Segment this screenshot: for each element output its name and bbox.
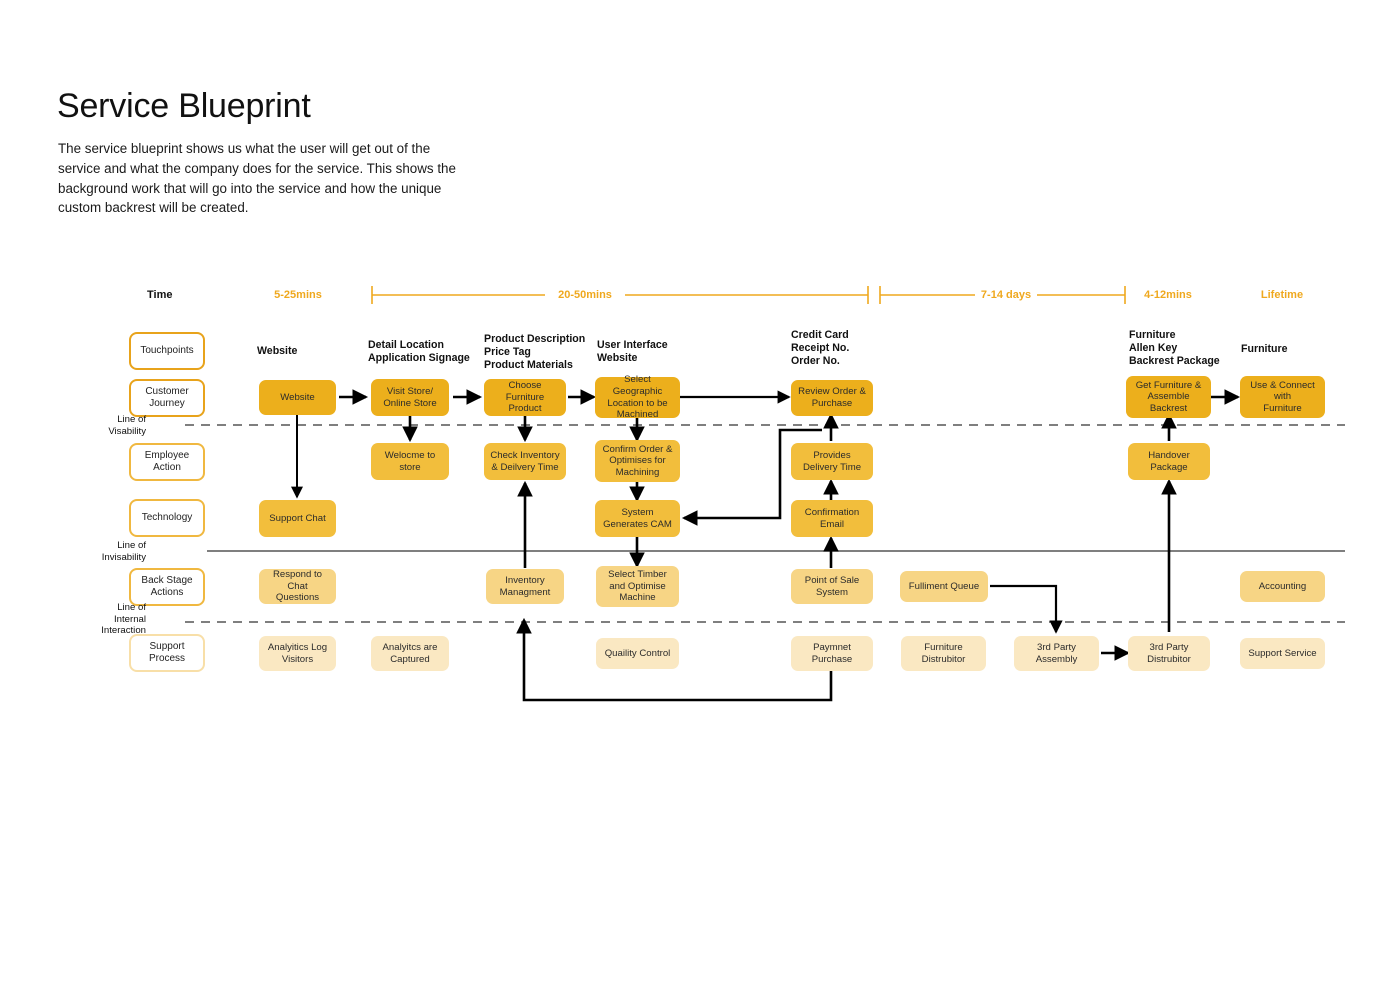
touchpoint-4: Credit Card Receipt No. Order No. (791, 329, 850, 367)
touchpoint-1: Detail Location Application Signage (368, 339, 470, 364)
node-customer-journey-visit-store[interactable]: Visit Store/ Online Store (371, 379, 449, 416)
node-support-furniture-distributor[interactable]: Furniture Distrubitor (901, 636, 986, 671)
node-technology-confirmation-email[interactable]: Confirmation Email (791, 500, 873, 537)
node-support-payment-purchase[interactable]: Paymnet Purchase (791, 636, 873, 671)
node-employee-confirm-order-optimises-machining[interactable]: Confirm Order & Optimises for Machining (595, 440, 680, 482)
page-title: Service Blueprint (57, 86, 311, 125)
phase-label-2: 7-14 days (980, 289, 1032, 301)
node-employee-provides-delivery-time[interactable]: Provides Delivery Time (791, 443, 873, 480)
row-label-back-stage-actions[interactable]: Back Stage Actions (129, 568, 205, 606)
touchpoint-6: Furniture (1241, 343, 1288, 355)
node-customer-journey-get-furniture-assemble-backrest[interactable]: Get Furniture & Assemble Backrest (1126, 376, 1211, 418)
node-customer-journey-use-connect-with-furniture[interactable]: Use & Connect with Furniture (1240, 376, 1325, 418)
phase-label-3: 4-12mins (1144, 289, 1192, 301)
node-support-3rd-party-assembly[interactable]: 3rd Party Assembly (1014, 636, 1099, 671)
row-label-support-process[interactable]: Support Process (129, 634, 205, 672)
touchpoint-0: Website (257, 345, 298, 357)
node-customer-journey-review-order-purchase[interactable]: Review Order & Purchase (791, 380, 873, 416)
node-support-analytics-are-captured[interactable]: Analyitcs are Captured (371, 636, 449, 671)
node-support-support-service[interactable]: Support Service (1240, 638, 1325, 669)
node-employee-check-inventory-delivery-time[interactable]: Check Inventory & Deilvery Time (484, 443, 566, 480)
row-label-employee-action[interactable]: Employee Action (129, 443, 205, 481)
phase-label-0: 5-25mins (274, 289, 322, 301)
phase-label-4: Lifetime (1260, 289, 1304, 301)
node-employee-welcome-to-store[interactable]: Welocme to store (371, 443, 449, 480)
node-customer-journey-choose-furniture-product[interactable]: Choose Furniture Product (484, 379, 566, 416)
node-backstage-select-timber-optimise-machine[interactable]: Select Timber and Optimise Machine (596, 566, 679, 607)
node-backstage-fulliment-queue[interactable]: Fulliment Queue (900, 571, 988, 602)
node-backstage-inventory-management[interactable]: Inventory Managment (486, 569, 564, 604)
node-backstage-respond-to-chat-questions[interactable]: Respond to Chat Questions (259, 569, 336, 604)
node-employee-handover-package[interactable]: Handover Package (1128, 443, 1210, 480)
node-customer-journey-select-geographic-location[interactable]: Select Geographic Location to be Machine… (595, 374, 680, 420)
node-technology-support-chat[interactable]: Support Chat (259, 500, 336, 537)
phase-label-1: 20-50mins (558, 289, 612, 301)
node-support-3rd-party-distributor[interactable]: 3rd Party Distrubitor (1128, 636, 1210, 671)
separator-label-internal-interaction: Line of Internal Interaction (101, 602, 146, 636)
node-customer-journey-website[interactable]: Website (259, 380, 336, 415)
page-description: The service blueprint shows us what the … (58, 141, 456, 216)
row-label-technology[interactable]: Technology (129, 499, 205, 537)
timeline-label: Time (147, 289, 173, 301)
node-support-analytics-log-visitors[interactable]: Analyitics Log Visitors (259, 636, 336, 671)
node-technology-system-generates-cam[interactable]: System Generates CAM (595, 500, 680, 537)
touchpoint-5: Furniture Allen Key Backrest Package (1129, 329, 1220, 367)
touchpoint-3: User Interface Website (597, 339, 668, 364)
node-support-quality-control[interactable]: Quaility Control (596, 638, 679, 669)
separator-label-invisibility: Line of Invisability (101, 540, 146, 563)
node-backstage-accounting[interactable]: Accounting (1240, 571, 1325, 602)
node-backstage-point-of-sale-system[interactable]: Point of Sale System (791, 569, 873, 604)
row-label-customer-journey[interactable]: Customer Journey (129, 379, 205, 417)
touchpoint-2: Product Description Price Tag Product Ma… (484, 333, 586, 371)
row-label-touchpoints[interactable]: Touchpoints (129, 332, 205, 370)
separator-label-visibility: Line of Visability (108, 414, 146, 437)
